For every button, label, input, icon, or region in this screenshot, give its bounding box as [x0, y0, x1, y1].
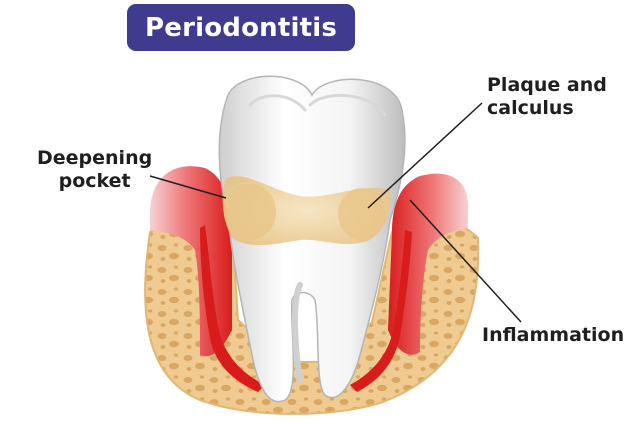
label-plaque-and-calculus: Plaque and calculus: [487, 74, 607, 120]
label-plaque-line1: Plaque and: [487, 74, 607, 97]
plaque-patch-left: [224, 184, 276, 240]
label-deepening-line2: pocket: [37, 170, 152, 193]
label-inflammation: Inflammation: [482, 324, 624, 347]
label-deepening-pocket: Deepening pocket: [37, 147, 152, 193]
root-shadow: [295, 285, 300, 380]
label-deepening-line1: Deepening: [37, 147, 152, 170]
plaque-patch-right: [338, 188, 386, 240]
label-plaque-line2: calculus: [487, 97, 607, 120]
